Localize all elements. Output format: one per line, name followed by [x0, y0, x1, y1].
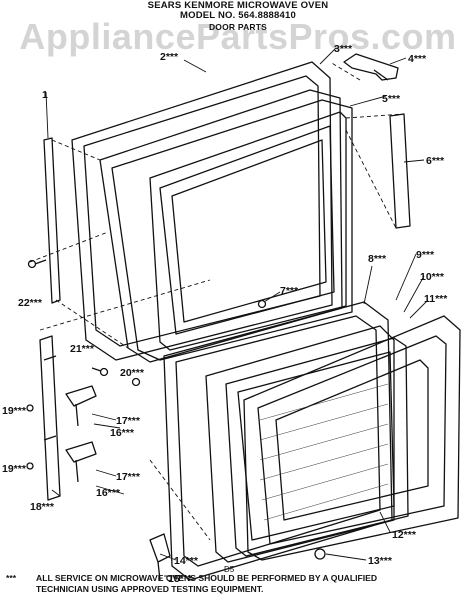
callout-14: 14*** — [174, 555, 199, 567]
callout-5: 5*** — [382, 93, 401, 105]
door-latch-upper — [65, 385, 97, 427]
callout-17a: 17*** — [116, 415, 141, 427]
diagram-code: D5 — [224, 565, 235, 574]
diagram-title: SEARS KENMORE MICROWAVE OVEN — [147, 0, 329, 11]
callout-18: 18*** — [30, 501, 55, 513]
watermark: AppliancePartsPros.com — [19, 16, 457, 57]
footnote: *** ALL SERVICE ON MICROWAVE OVENS SHOULD… — [6, 573, 472, 595]
callout-16b: 16*** — [96, 487, 121, 499]
callout-4: 4*** — [408, 53, 427, 65]
callout-15: 15*** — [168, 573, 193, 585]
side-trim-strip — [43, 137, 61, 304]
callout-13: 13*** — [368, 555, 393, 567]
model-number: MODEL NO. 564.8888410 — [180, 10, 296, 21]
choke-strip — [389, 113, 411, 229]
screw-22 — [27, 259, 47, 269]
callout-12: 12*** — [392, 529, 417, 541]
callout-6: 6*** — [426, 155, 445, 167]
callout-9: 9*** — [416, 249, 435, 261]
screw-13 — [314, 548, 326, 560]
door-frame-lower — [163, 301, 395, 581]
door-frame-upper — [71, 61, 333, 361]
latch-bar — [39, 335, 61, 501]
callout-19a: 19*** — [2, 405, 27, 417]
callout-3: 3*** — [334, 43, 353, 55]
screw-19a — [26, 404, 34, 412]
hinge-bracket-bottom — [149, 533, 171, 581]
callout-19b: 19*** — [2, 463, 27, 475]
door-screen — [225, 337, 409, 557]
screw-20 — [131, 377, 141, 387]
hinge-bracket-top — [343, 53, 399, 81]
door-latch-lower — [65, 441, 97, 483]
screw-21 — [91, 367, 109, 377]
callout-22: 22*** — [18, 297, 43, 309]
callout-labels: 1 2*** 3*** 4*** 5*** 6*** 7*** 8*** 9**… — [2, 43, 448, 585]
callout-21: 21*** — [70, 343, 95, 355]
door-panel-upper — [99, 89, 353, 363]
callout-8: 8*** — [368, 253, 387, 265]
diagram-subtitle: DOOR PARTS — [208, 22, 268, 32]
callout-11: 11*** — [424, 293, 448, 305]
screw-7 — [257, 299, 267, 309]
footnote-line2: TECHNICIAN USING APPROVED TESTING EQUIPM… — [36, 584, 264, 594]
callout-17b: 17*** — [116, 471, 141, 483]
footnote-marker: *** — [6, 573, 17, 583]
callout-20: 20*** — [120, 367, 145, 379]
callout-2: 2*** — [160, 51, 179, 63]
callout-1: 1 — [42, 89, 48, 101]
mesh-pattern — [259, 383, 389, 521]
screw-19b — [26, 462, 34, 470]
callout-16a: 16*** — [110, 427, 135, 439]
callout-10: 10*** — [420, 271, 445, 283]
footnote-line1: ALL SERVICE ON MICROWAVE OVENS SHOULD BE… — [36, 573, 378, 583]
callout-7: 7*** — [280, 285, 299, 297]
door-outer-panel — [243, 315, 461, 561]
